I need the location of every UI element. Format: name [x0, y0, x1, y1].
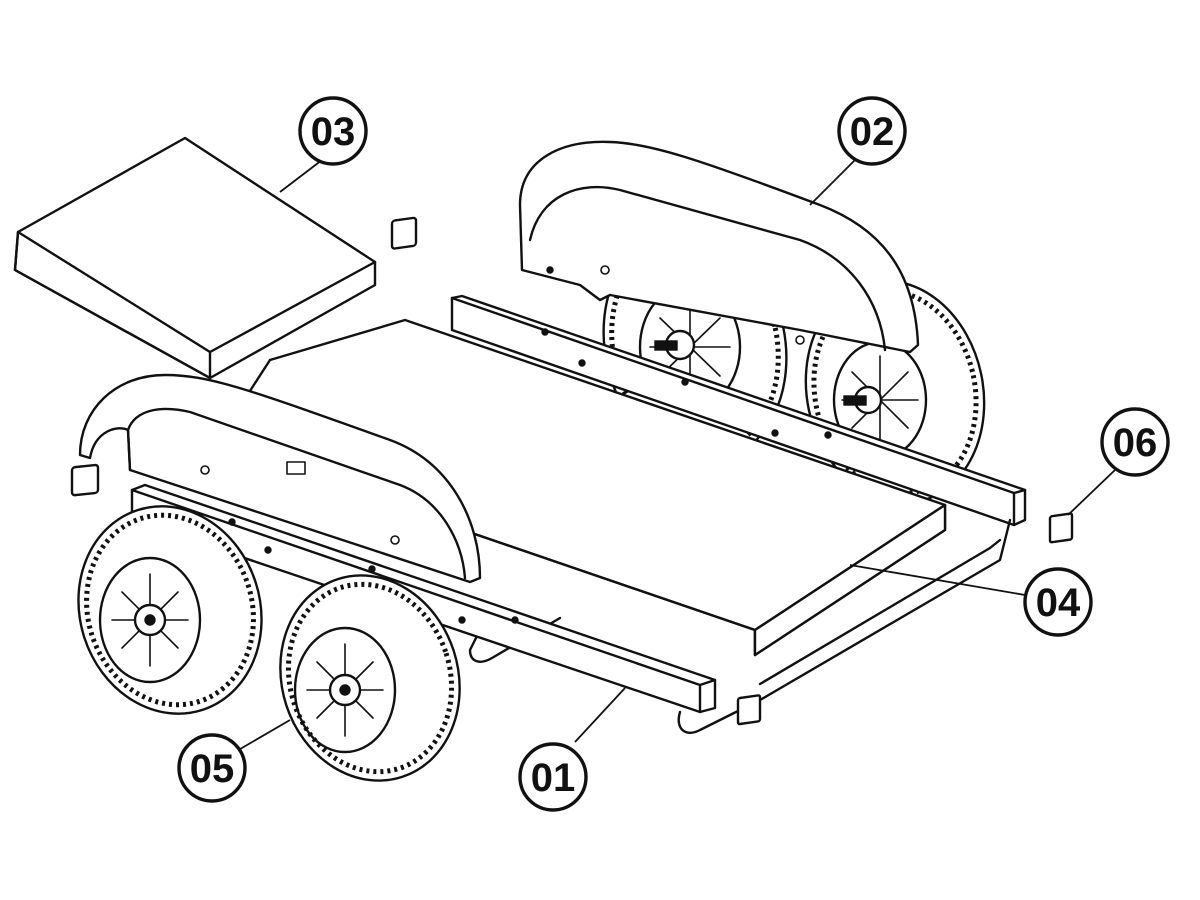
callout-03: 03 [298, 96, 368, 166]
callout-04: 04 [1023, 567, 1093, 637]
seat-box [13, 136, 377, 380]
rear-fender [518, 140, 920, 354]
front-wheel-left [77, 505, 263, 715]
callout-01: 01 [518, 742, 588, 812]
leader-lines [234, 159, 1116, 753]
callout-label: 01 [531, 756, 576, 800]
front-wheel-right [279, 574, 461, 782]
callout-label: 05 [190, 747, 235, 791]
callout-05: 05 [177, 733, 247, 803]
callout-label: 04 [1036, 581, 1081, 625]
rear-frame-tube [450, 294, 1027, 527]
deck-panel [213, 318, 947, 657]
callout-02: 02 [837, 96, 907, 166]
callout-label: 02 [850, 110, 895, 154]
front-fender [78, 373, 482, 584]
callout-label: 06 [1113, 421, 1158, 465]
end-caps [70, 216, 1074, 726]
callout-label: 03 [311, 110, 356, 154]
callout-06: 06 [1100, 407, 1170, 477]
